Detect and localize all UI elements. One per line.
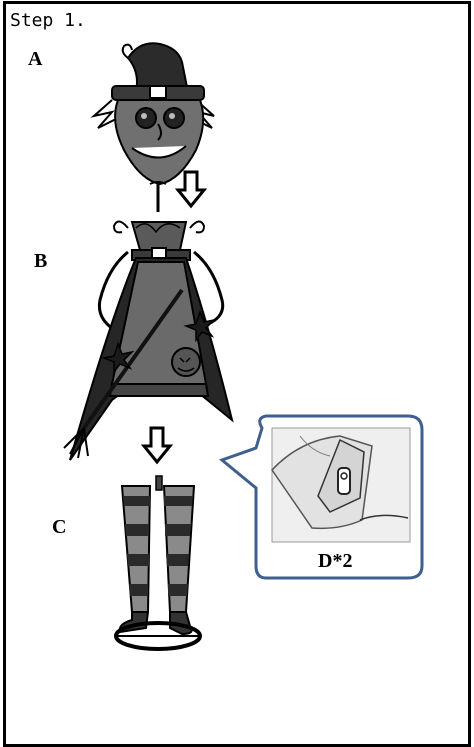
down-arrow-icon	[144, 428, 170, 462]
callout-label-d: D*2	[318, 550, 352, 573]
down-arrow-icon	[178, 172, 204, 206]
fastener-detail-image	[272, 428, 410, 542]
witch-body-illustration	[64, 221, 232, 460]
legs-stand-illustration	[116, 476, 200, 649]
